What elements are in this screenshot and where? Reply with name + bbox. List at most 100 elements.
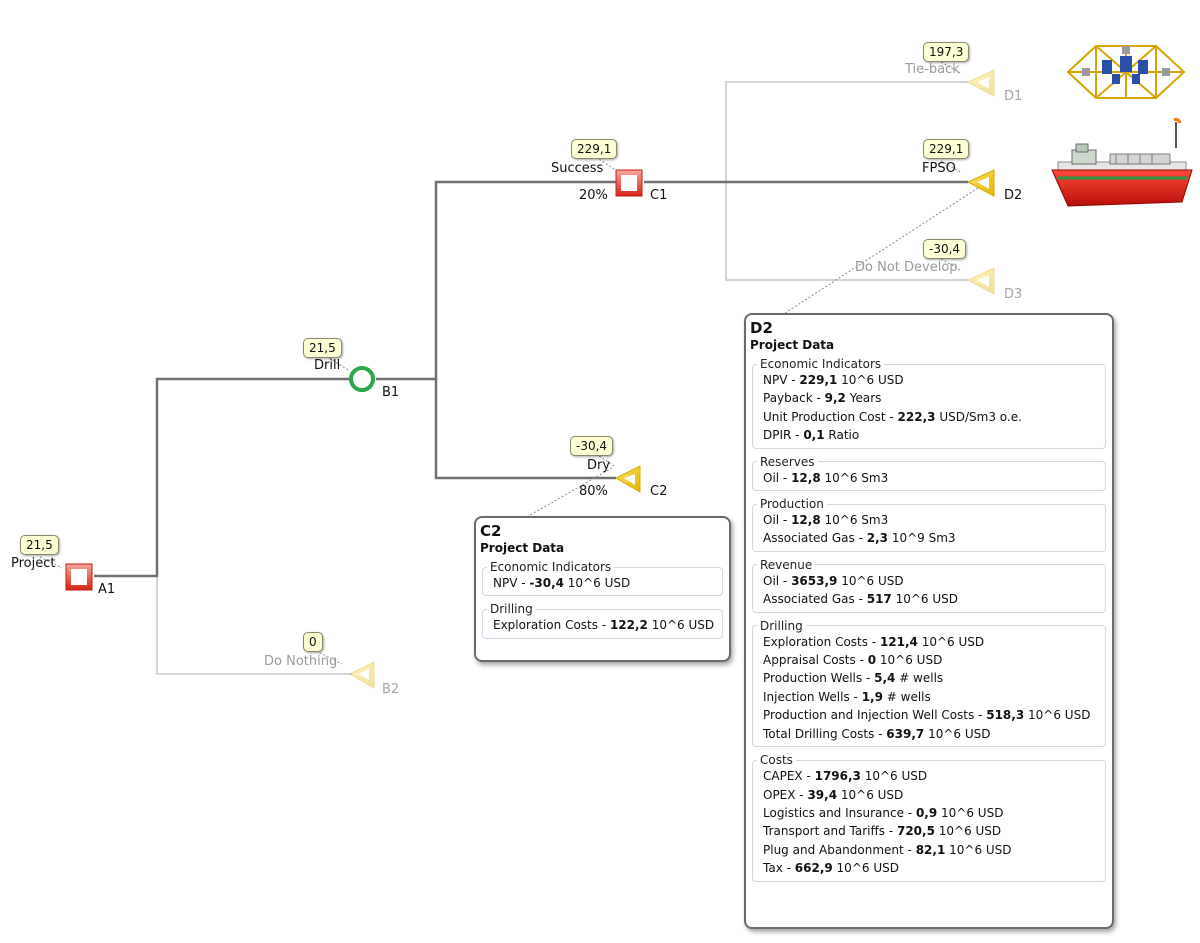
metric-label: DPIR - — [763, 428, 804, 443]
panel-title: C2 — [480, 522, 502, 540]
decision-node-a1[interactable] — [65, 563, 93, 591]
node-label-d1: Tie-back — [905, 62, 960, 77]
metric-value: 222,3 — [897, 409, 936, 424]
metric-value: 121,4 — [879, 634, 918, 649]
metric-row: Tax - 662,9 10^6 USD — [763, 859, 1099, 877]
terminal-node-d1[interactable] — [966, 69, 995, 97]
metric-value: 0 — [867, 653, 877, 668]
metric-row: Plug and Abandonment - 82,1 10^6 USD — [763, 841, 1099, 859]
panel-subtitle: Project Data — [750, 338, 835, 352]
group-legend: Production — [760, 497, 824, 512]
branch-b1-c2 — [434, 379, 616, 480]
metric-value: 3653,9 — [791, 573, 838, 588]
node-id-d2: D2 — [1004, 188, 1023, 203]
node-id-a1: A1 — [98, 582, 116, 597]
metric-row: NPV - -30,4 10^6 USD — [493, 574, 716, 592]
metric-unit: 10^6 USD — [924, 726, 991, 741]
metric-label: Transport and Tariffs - — [763, 824, 897, 839]
node-label-c1: Success — [551, 161, 604, 176]
metric-row: Exploration Costs - 122,2 10^6 USD — [493, 616, 716, 634]
group-legend: Drilling — [490, 602, 533, 617]
terminal-node-b2[interactable] — [348, 661, 375, 689]
metric-value: 0,1 — [803, 428, 825, 443]
metric-label: Associated Gas - — [763, 592, 867, 607]
metric-unit: 10^6 USD — [937, 805, 1004, 820]
terminal-node-d3[interactable] — [966, 267, 995, 295]
node-label-a1: Project — [11, 556, 56, 571]
node-id-d1: D1 — [1004, 89, 1023, 104]
metric-label: NPV - — [493, 576, 530, 590]
metric-value: 229,1 — [799, 373, 838, 387]
metric-row: NPV - 229,1 10^6 USD — [763, 371, 1099, 389]
metric-unit: 10^6 USD — [837, 787, 904, 802]
node-value-c1: 229,1 — [571, 139, 618, 159]
metric-label: Tax - — [763, 861, 795, 876]
metric-unit: 10^6 USD — [832, 861, 899, 876]
metric-row: Associated Gas - 2,3 10^9 Sm3 — [763, 529, 1099, 547]
group-legend: Economic Indicators — [490, 560, 612, 574]
metric-value: 639,7 — [886, 726, 925, 741]
metric-row: DPIR - 0,1 Ratio — [763, 426, 1099, 444]
metric-row: Oil - 12,8 10^6 Sm3 — [763, 511, 1099, 529]
metric-label: Plug and Abandonment - — [763, 842, 916, 857]
metric-row: CAPEX - 1796,3 10^6 USD — [763, 767, 1099, 785]
metric-row: Associated Gas - 517 10^6 USD — [763, 590, 1099, 608]
metric-row: Production Wells - 5,4 # wells — [763, 669, 1099, 687]
metric-unit: Years — [845, 391, 882, 406]
node-label-b2: Do Nothing — [264, 654, 338, 669]
metric-label: Exploration Costs - — [763, 634, 880, 649]
metric-value: 2,3 — [866, 531, 888, 546]
metric-unit: 10^6 USD — [837, 573, 904, 588]
d2-panel-connector — [781, 187, 979, 316]
node-value-b1: 21,5 — [303, 338, 342, 358]
node-value-b2: 0 — [303, 632, 323, 652]
metric-value: 1796,3 — [814, 769, 861, 784]
node-label-b1: Drill — [314, 358, 341, 373]
metric-unit: 10^6 USD — [1024, 708, 1091, 723]
metric-label: Oil - — [763, 470, 792, 485]
group-legend: Reserves — [760, 454, 815, 469]
metric-row: Total Drilling Costs - 639,7 10^6 USD — [763, 725, 1099, 743]
metric-row: Oil - 3653,9 10^6 USD — [763, 572, 1099, 590]
node-id-c1: C1 — [650, 188, 668, 203]
branch-c1-d3 — [725, 182, 968, 281]
metric-value: 122,2 — [609, 618, 648, 633]
metric-value: 9,2 — [824, 391, 846, 406]
chance-node-b1[interactable] — [349, 366, 375, 392]
metric-label: OPEX - — [763, 787, 808, 802]
group-legend: Economic Indicators — [760, 357, 882, 371]
node-value-a1: 21,5 — [20, 535, 59, 555]
terminal-node-c2[interactable] — [614, 465, 641, 493]
metric-label: Total Drilling Costs - — [763, 726, 887, 741]
metric-label: Production Wells - — [763, 671, 875, 686]
node-id-c2: C2 — [650, 484, 668, 499]
metric-label: Appraisal Costs - — [763, 653, 868, 668]
terminal-node-d2[interactable] — [966, 169, 995, 197]
metric-unit: # wells — [895, 671, 944, 686]
metric-unit: 10^6 USD — [860, 769, 928, 784]
metric-unit: 10^6 USD — [917, 634, 985, 649]
metric-value: -30,4 — [529, 576, 564, 590]
panel-subtitle: Project Data — [480, 541, 565, 555]
decision-node-c1[interactable] — [615, 169, 643, 197]
node-value-d1: 197,3 — [923, 42, 970, 62]
metric-label: Payback - — [763, 391, 825, 406]
metric-value: 518,3 — [986, 708, 1025, 723]
metric-unit: 10^6 USD — [934, 824, 1002, 839]
node-value-c2: -30,4 — [570, 436, 614, 456]
metric-unit: 10^6 Sm3 — [820, 513, 889, 528]
group-legend: Revenue — [760, 557, 813, 572]
dotted-connectors — [39, 61, 979, 665]
metric-label: Unit Production Cost - — [763, 409, 898, 424]
metric-row: Exploration Costs - 121,4 10^6 USD — [763, 633, 1099, 651]
branch-c1-d1 — [725, 81, 968, 182]
metric-row: Logistics and Insurance - 0,9 10^6 USD — [763, 804, 1099, 822]
branch-a1-b1 — [94, 377, 350, 578]
